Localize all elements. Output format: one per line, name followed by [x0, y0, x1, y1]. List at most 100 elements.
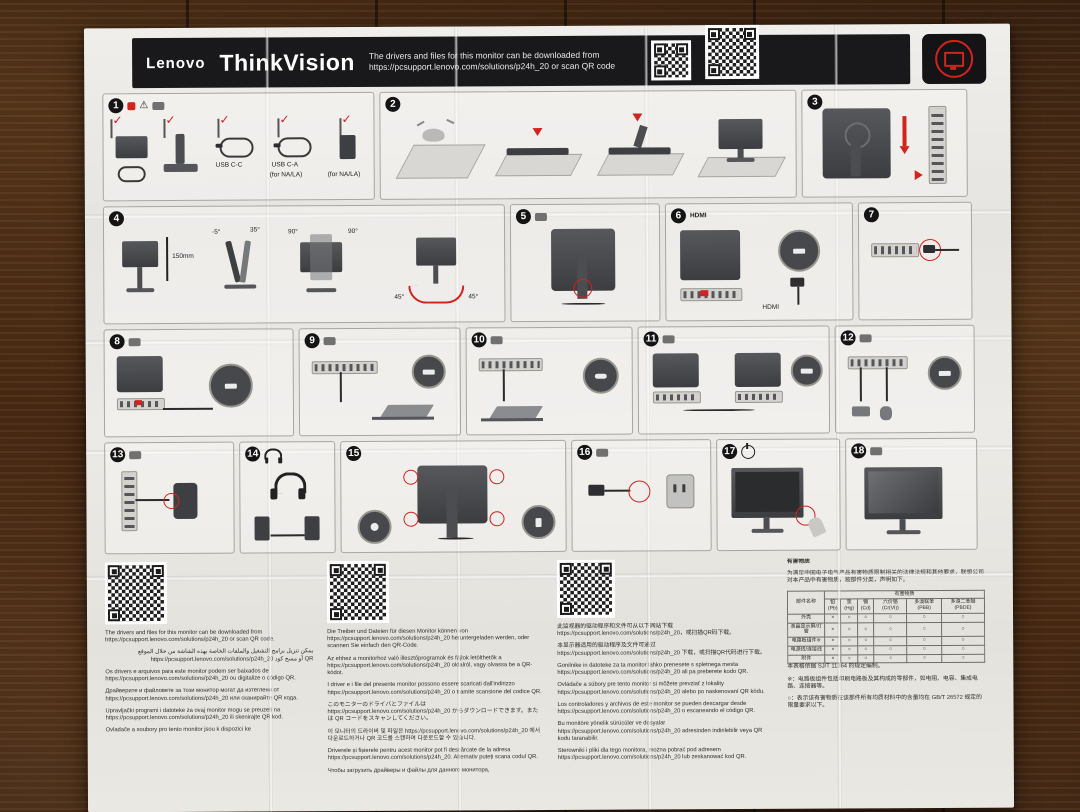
step-number: 3 [807, 94, 823, 110]
port-strip [847, 356, 908, 370]
clip-highlight-2 [489, 469, 505, 485]
stand-item [175, 133, 185, 164]
download-note-ar: يمكن تنزيل برامج التشغيل والملفات الخاصة… [137, 648, 314, 663]
step-number: 2 [385, 96, 401, 112]
monitor-height [122, 241, 159, 268]
outlet-slot-right [682, 484, 686, 493]
step-number: 6 [670, 208, 686, 224]
desk-surface [395, 144, 486, 179]
hazard-mark: ○ [941, 621, 985, 637]
hazard-part: 电路板组件※ [787, 637, 825, 647]
download-note-bg: Драйверите и файловете за този монитор м… [105, 687, 298, 702]
hazard-mark: ○ [841, 637, 858, 646]
monitor-swivel [416, 237, 457, 266]
usb-ca-region-label: (for NA/LA) [269, 171, 303, 179]
hazard-mark: ○ [840, 613, 858, 623]
hazard-mark: ○ [941, 653, 985, 663]
stand-base [126, 288, 155, 293]
hdmi-cable [797, 286, 802, 305]
plug-icon [273, 143, 281, 148]
hazard-part: 液晶显示屏/灯管 [787, 622, 825, 638]
download-note-sl: Gonilnike in datoteke za ta monitor lahk… [557, 661, 749, 677]
red-arrow-down [632, 113, 643, 122]
usb-cc-label: USB C-C [215, 161, 243, 169]
power-adapter-item [339, 135, 356, 160]
cable-management-icon [534, 212, 547, 221]
hazard-column: 有害物质 为满足中国电子电气产品有害物质限制相关的法律法规和其他要求，联想公司对… [787, 558, 986, 797]
step-number: 13 [110, 447, 126, 463]
finger-press [806, 515, 827, 538]
hazard-mark: × [824, 613, 841, 623]
hdmi-zoom-circle [778, 229, 821, 272]
step-number: 16 [577, 444, 593, 460]
monitor-tilt-fwd [239, 240, 251, 283]
port-strip-2 [734, 390, 783, 404]
hazard-col: 汞(Hg) [840, 599, 858, 614]
monitor-back-2 [734, 352, 781, 388]
hazard-mark: ○ [906, 613, 942, 623]
monitor-badge-tile [921, 33, 987, 85]
monitor-flat [506, 147, 569, 156]
laptop-base [371, 416, 435, 420]
plug-icon [596, 448, 609, 457]
red-arrow-right [914, 170, 923, 181]
step-3-panel: 3 [801, 88, 968, 198]
ear-pad-right [298, 488, 306, 500]
stand-base [306, 288, 337, 293]
lock-detail [535, 517, 542, 527]
cable [561, 302, 606, 305]
swivel-arc [408, 285, 465, 304]
speaker-left [254, 516, 270, 541]
height-label: 150mm [172, 252, 194, 260]
step-number: 10 [471, 332, 487, 348]
keyboard-device [851, 406, 870, 417]
connector-zoom-circle [411, 354, 446, 389]
display-icon [870, 446, 883, 455]
steps-row-2: 4 150mm -5° 35° 90° 90° 45° 45° [102, 201, 994, 325]
step-12-panel: 12 [834, 324, 976, 434]
step-number: 11 [643, 331, 659, 347]
step-1-panel: 1 ⚠ ✓ ✓ ✓ USB C-C ✓ USB C-A (for NA/LA) [102, 91, 375, 202]
red-arrow-bar [902, 116, 907, 147]
speaker-cable [270, 534, 305, 537]
wall-outlet [666, 474, 695, 509]
step-number: 7 [863, 207, 879, 223]
clip-zoom-circle [357, 509, 392, 545]
step-10-panel: 10 [465, 326, 634, 436]
download-note-cs: Ovladače a soubory pro tento monitor jso… [105, 726, 251, 734]
usb-connector [938, 370, 951, 376]
step-number: 14 [245, 446, 261, 462]
power-region-label: (for NA/LA) [327, 170, 361, 179]
screen [735, 471, 800, 513]
routed-cable [437, 537, 474, 540]
hazard-col: 六价铬(Cr(VI)) [873, 599, 907, 614]
dp-zoom-circle [208, 363, 253, 408]
dp-connector [224, 383, 237, 389]
monitor-pivot-rotated [310, 234, 333, 281]
stand-attach [633, 124, 648, 149]
usb-c-icon [490, 335, 503, 344]
download-text: The drivers and files for this monitor c… [368, 49, 616, 72]
usb-zoom-circle [927, 355, 962, 391]
usb-c-connector [594, 373, 607, 379]
stand-base [751, 528, 784, 533]
monitor-flat [608, 147, 671, 155]
hazard-mark: × [824, 645, 842, 655]
download-note-hr: Upravljački programi i datoteke za ovaj … [105, 707, 284, 722]
download-column-3: 此监视器的驱动程序和文件可从以下网站下载 https://pcsupport.l… [556, 559, 774, 798]
height-arrow [166, 236, 169, 282]
desk-surface [494, 153, 583, 177]
step-17-panel: 17 [716, 438, 841, 552]
download-note-es: Los controladores y archivos de este mon… [557, 700, 756, 716]
cable [339, 372, 344, 403]
step-11-panel: 11 [637, 325, 831, 435]
step-5-panel: 5 [509, 203, 661, 323]
hazard-mark: ○ [873, 622, 908, 638]
steps-row-1: 1 ⚠ ✓ ✓ ✓ USB C-C ✓ USB C-A (for NA/LA) [102, 88, 993, 202]
dp-icon [128, 337, 141, 346]
clip-highlight-4 [489, 511, 505, 527]
cable [162, 407, 213, 411]
usb-c-zoom-circle [582, 357, 619, 394]
pivot-right-label: 90° [348, 227, 358, 236]
hdmi-connector [793, 248, 806, 254]
